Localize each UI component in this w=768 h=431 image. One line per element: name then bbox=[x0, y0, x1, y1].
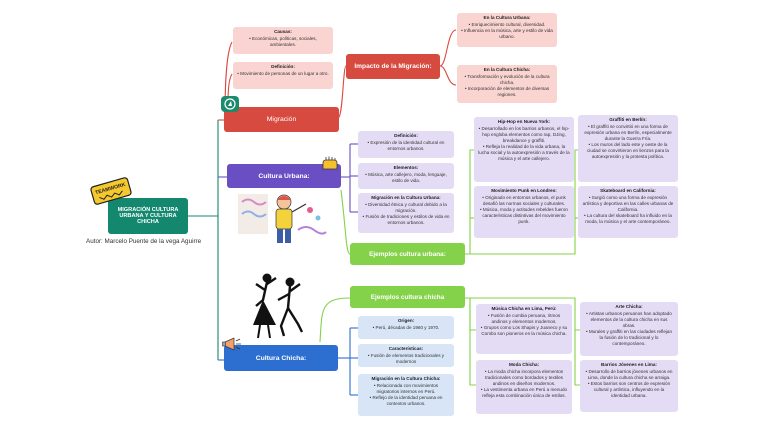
card-item: Grupos como Los Shapis y Juaneco y su Co… bbox=[480, 325, 568, 337]
graffiti-card: Graffiti en Berlín: El graffiti se convi… bbox=[578, 115, 678, 182]
card-title: En la Cultura Chicha: bbox=[483, 67, 531, 72]
card-title: Definición: bbox=[394, 133, 418, 138]
impacto-urbana-card: En la Cultura Urbana: Enriquecimiento cu… bbox=[457, 13, 557, 47]
card-item: Murales y graffiti en las ciudades refle… bbox=[584, 329, 674, 347]
urbana-elementos-card: Elementos: Música, arte callejero, moda,… bbox=[358, 163, 454, 189]
musica-chicha-card: Música Chicha en Lima, Perú: Fusión de c… bbox=[476, 304, 572, 354]
migracion-causas-card: Causas: Económicas, políticas, sociales,… bbox=[233, 27, 333, 54]
card-title: Definición: bbox=[271, 64, 295, 69]
card-item: Económicas, políticas, sociales, ambient… bbox=[237, 36, 329, 48]
card-item: Incorporación de elementos de diversas r… bbox=[461, 86, 553, 98]
card-item: Refleja la realidad de la vida urbana, l… bbox=[478, 144, 570, 162]
card-title: Hip-Hop en Nueva York: bbox=[497, 119, 551, 124]
moda-chicha-card: Moda Chicha: La moda chicha incorpora el… bbox=[476, 360, 572, 414]
compass-icon bbox=[220, 95, 240, 118]
card-item: Influencia en la música, arte y estilo d… bbox=[461, 28, 553, 40]
card-item: Movimiento de personas de un lugar a otr… bbox=[237, 71, 329, 77]
cultura-chicha-label: Cultura Chicha: bbox=[255, 354, 307, 362]
card-title: Migración en la Cultura Chicha: bbox=[371, 376, 441, 381]
card-item: El graffiti se convirtió en una forma de… bbox=[582, 124, 674, 142]
punk-card: Movimiento Punk en Londres: Originado en… bbox=[474, 186, 574, 238]
card-item: Estos barrios son centros de expresión c… bbox=[584, 381, 674, 399]
street-artist-illustration bbox=[236, 190, 328, 251]
author-label: Autor: Marcelo Puente de la vega Aguirre bbox=[86, 238, 202, 245]
root-node[interactable]: MIGRACIÓN CULTURA URBANA Y CULTURA CHICH… bbox=[108, 198, 188, 234]
ejemplos-urbana-label: Ejemplos cultura urbana: bbox=[369, 250, 446, 258]
migracion-node[interactable]: Migración bbox=[224, 107, 339, 132]
card-item: La vestimenta urbana en Perú a menudo re… bbox=[480, 387, 568, 399]
card-item: La moda chicha incorpora elementos tradi… bbox=[480, 369, 568, 387]
cultura-urbana-node[interactable]: Cultura Urbana: bbox=[227, 164, 341, 188]
card-title: En la Cultura Urbana: bbox=[483, 15, 531, 20]
impacto-node[interactable]: Impacto de la Migración: bbox=[346, 54, 440, 79]
ejemplos-urbana-node[interactable]: Ejemplos cultura urbana: bbox=[350, 243, 465, 265]
cultura-urbana-label: Cultura Urbana: bbox=[258, 172, 310, 180]
urbana-migracion-card: Migración en la Cultura Urbana: Diversid… bbox=[358, 193, 454, 233]
chicha-caracteristicas-card: Características: Fusión de elementos tra… bbox=[358, 344, 454, 367]
card-title: Migración en la Cultura Urbana: bbox=[371, 195, 441, 200]
urbana-definicion-card: Definición: Expresión de la identidad cu… bbox=[358, 131, 454, 158]
card-item: Diversidad étnica y cultural debido a la… bbox=[362, 202, 450, 214]
card-item: Desarrollo de barrios jóvenes urbanos en… bbox=[584, 369, 674, 381]
card-item: Los muros del lado este y oeste de la ci… bbox=[582, 142, 674, 160]
chicha-migracion-card: Migración en la Cultura Chicha: Relacion… bbox=[358, 374, 454, 416]
card-title: Características: bbox=[388, 346, 424, 351]
arte-chicha-card: Arte Chicha: Artistas urbanos peruanos h… bbox=[580, 302, 678, 356]
card-item: Enriquecimiento cultural, diversidad. bbox=[461, 22, 553, 28]
card-item: Surgió como una forma de expresión artís… bbox=[582, 195, 674, 213]
graffiti-hand-icon bbox=[320, 155, 340, 178]
card-item: Fusión de elementos tradicionales y mode… bbox=[362, 353, 450, 365]
card-title: Arte Chicha: bbox=[615, 304, 643, 309]
card-item: Música, arte callejero, moda, lenguaje, … bbox=[362, 172, 450, 184]
card-title: Origen: bbox=[397, 318, 415, 323]
ejemplos-chicha-label: Ejemplos cultura chicha bbox=[370, 293, 445, 301]
card-title: Música Chicha en Lima, Perú: bbox=[491, 306, 557, 311]
card-title: Barrios Jóvenes en Lima: bbox=[601, 362, 657, 367]
card-title: Elementos: bbox=[393, 165, 419, 170]
teamwork-sticker-icon: TEAMWORK bbox=[88, 176, 134, 211]
skate-card: Skateboard en California: Surgió como un… bbox=[578, 186, 678, 238]
chicha-origen-card: Origen: Perú, décadas de 1960 y 1970. bbox=[358, 316, 454, 339]
card-item: Reflejo de la identidad peruana en conte… bbox=[362, 395, 450, 407]
card-item: Música, moda y actitudes rebeldes fueron… bbox=[478, 207, 570, 225]
dancers-icon bbox=[248, 270, 308, 347]
barrios-card: Barrios Jóvenes en Lima: Desarrollo de b… bbox=[580, 360, 678, 412]
impacto-chicha-card: En la Cultura Chicha: Transformación y e… bbox=[457, 65, 557, 103]
card-title: Causas: bbox=[274, 29, 292, 34]
ejemplos-chicha-node[interactable]: Ejemplos cultura chicha bbox=[350, 286, 465, 308]
card-item: Perú, décadas de 1960 y 1970. bbox=[362, 325, 450, 331]
card-item: Fusión de cumbia peruana, ritmos andinos… bbox=[480, 313, 568, 325]
card-title: Movimiento Punk en Londres: bbox=[491, 188, 557, 193]
card-item: Desarrollado en los barrios urbanos, el … bbox=[478, 126, 570, 144]
migracion-definicion-card: Definición: Movimiento de personas de un… bbox=[233, 62, 333, 89]
impacto-label: Impacto de la Migración: bbox=[354, 63, 432, 70]
migracion-label: Migración bbox=[266, 116, 297, 123]
card-item: Expresión de la identidad cultural en en… bbox=[362, 140, 450, 152]
cultura-chicha-node[interactable]: Cultura Chicha: bbox=[224, 345, 338, 371]
card-title: Skateboard en California: bbox=[600, 188, 656, 193]
root-title: MIGRACIÓN CULTURA URBANA Y CULTURA CHICH… bbox=[117, 207, 179, 225]
card-item: Artistas urbanos peruanos han adoptado e… bbox=[584, 311, 674, 329]
card-item: Relacionada con movimientos migratorios … bbox=[362, 383, 450, 395]
megaphone-icon bbox=[222, 336, 244, 357]
card-item: La cultura del skateboard ha influido en… bbox=[582, 213, 674, 225]
card-item: Originado en entornos urbanos, el punk d… bbox=[478, 195, 570, 207]
card-title: Graffiti en Berlín: bbox=[609, 117, 647, 122]
card-title: Moda Chicha: bbox=[508, 362, 540, 367]
card-item: Fusión de tradiciones y estilos de vida … bbox=[362, 214, 450, 226]
card-item: Transformación y evolución de la cultura… bbox=[461, 74, 553, 86]
hiphop-card: Hip-Hop en Nueva York: Desarrollado en l… bbox=[474, 117, 574, 182]
